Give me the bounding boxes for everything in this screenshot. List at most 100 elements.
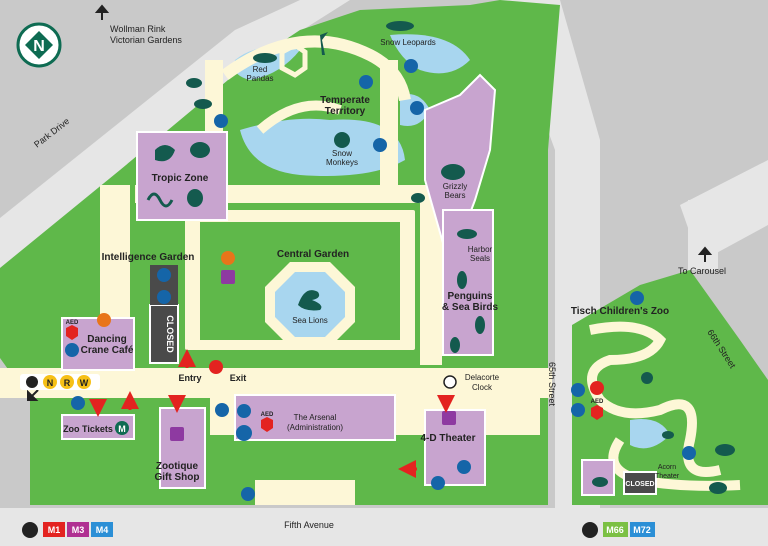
aed-icon <box>66 325 78 340</box>
lemur-icon <box>190 142 210 158</box>
family-restroom-icon <box>157 290 171 304</box>
pond-snow-leopards <box>390 34 470 74</box>
zoo-tickets-label: Zoo Tickets <box>63 424 113 434</box>
subway-marker: N R W <box>20 374 100 390</box>
snow-monkeys-label-2: Monkeys <box>326 158 358 167</box>
duck2-icon <box>662 431 674 439</box>
acorn-label-1: Acorn <box>658 464 676 471</box>
family-restroom-icon <box>65 343 79 357</box>
bus-icon <box>22 522 38 538</box>
goat-icon <box>592 477 608 487</box>
harbor-label-1: Harbor <box>468 245 493 254</box>
childrens-pond <box>630 419 670 449</box>
arsenal-building <box>234 394 396 441</box>
first-aid-icon <box>590 381 604 395</box>
zootique-label-1: Zootique <box>156 461 199 472</box>
restaurant-icon <box>221 251 235 265</box>
pavilion <box>279 42 308 78</box>
duck-icon <box>194 99 212 109</box>
amenity-icons <box>65 59 696 501</box>
svg-text:M72: M72 <box>633 525 651 535</box>
sea-lions-label: Sea Lions <box>292 316 328 325</box>
svg-text:AED: AED <box>591 399 604 405</box>
gift-icon <box>170 427 184 441</box>
dancing-label-2: Crane Café <box>81 345 134 356</box>
tropic-zone-label: Tropic Zone <box>152 173 209 184</box>
zootique-building <box>159 407 206 489</box>
central-garden-label: Central Garden <box>277 249 349 260</box>
svg-text:AED: AED <box>261 412 274 418</box>
arsenal-label-2: (Administration) <box>287 423 343 432</box>
family-restroom-icon <box>630 291 644 305</box>
intelligence-garden-label: Intelligence Garden <box>102 252 195 263</box>
grizzly-icon <box>441 164 465 180</box>
red-panda-icon <box>253 53 277 63</box>
family-restroom-icon <box>404 59 418 73</box>
fifth-avenue-label: Fifth Avenue <box>284 520 334 530</box>
four-d-building <box>424 409 486 486</box>
red-arrows <box>89 349 455 478</box>
svg-text:N: N <box>47 378 54 388</box>
snow-monkeys-label-1: Snow <box>332 149 352 158</box>
direction-arrows <box>27 4 713 401</box>
red-pandas-label-2: Pandas <box>246 74 273 83</box>
svg-text:W: W <box>80 378 89 388</box>
bird2-icon <box>641 372 653 384</box>
temperate-label-1: Temperate <box>320 95 370 106</box>
carousel-label: To Carousel <box>678 266 726 276</box>
snow-monkey-icon <box>334 132 350 148</box>
harbor-seal-icon <box>457 229 477 239</box>
sea-lion-icon <box>298 290 322 311</box>
accessible-icon <box>571 383 585 397</box>
family-restroom-icon <box>431 476 445 490</box>
accessible-icon <box>215 403 229 417</box>
wollman-label: Wollman Rink <box>110 24 166 34</box>
acorn-label-2: Theater <box>655 473 680 480</box>
dollar-icon <box>236 425 252 441</box>
svg-text:M1: M1 <box>48 525 61 535</box>
svg-text:R: R <box>64 378 71 388</box>
delacorte-label-1: Delacorte <box>465 373 500 382</box>
pond-temperate <box>240 118 405 176</box>
penguin-icon-2 <box>475 316 485 334</box>
bird-icon <box>186 78 202 88</box>
accessible-icon <box>359 75 373 89</box>
snake-icon <box>146 192 174 208</box>
family-restroom-icon <box>571 403 585 417</box>
penguin-icon-3 <box>450 337 460 353</box>
cow-icon <box>715 444 735 456</box>
compass-letter: N <box>33 38 45 55</box>
family-restroom-icon <box>241 487 255 501</box>
arsenal-label-1: The Arsenal <box>294 413 337 422</box>
bus-icon <box>582 522 598 538</box>
family-restroom-icon <box>237 404 251 418</box>
bus-routes-left: M1 M3 M4 <box>22 522 113 538</box>
family-restroom-icon <box>682 446 696 460</box>
exit-icon <box>209 360 223 374</box>
svg-text:AED: AED <box>66 320 79 326</box>
aed-icon <box>261 417 273 432</box>
tropic-zone-building <box>136 131 228 221</box>
aed-icon <box>591 405 603 420</box>
closed-kids-label: CLOSED <box>625 481 654 488</box>
four-d-label: 4-D Theater <box>420 433 475 444</box>
bus-routes-right: M66 M72 <box>582 522 655 538</box>
family-restroom-icon <box>214 114 228 128</box>
restaurant-icon <box>97 313 111 327</box>
clock-icon <box>443 375 457 389</box>
family-restroom-icon <box>410 101 424 115</box>
gift-icon <box>221 270 235 284</box>
metro-letter: M <box>118 424 126 434</box>
theater-icon <box>442 411 456 425</box>
family-restroom-icon <box>157 268 171 282</box>
puffin-icon <box>411 193 425 203</box>
harbor-label-2: Seals <box>470 254 490 263</box>
svg-text:M3: M3 <box>72 525 85 535</box>
compass: N <box>16 22 62 68</box>
red-pandas-label-1: Red <box>253 65 268 74</box>
zootique-label-2: Gift Shop <box>155 472 200 483</box>
family-restroom-icon <box>71 396 85 410</box>
sixty-fifth-label: 65th Street <box>547 362 557 407</box>
metro-icon <box>115 421 129 435</box>
